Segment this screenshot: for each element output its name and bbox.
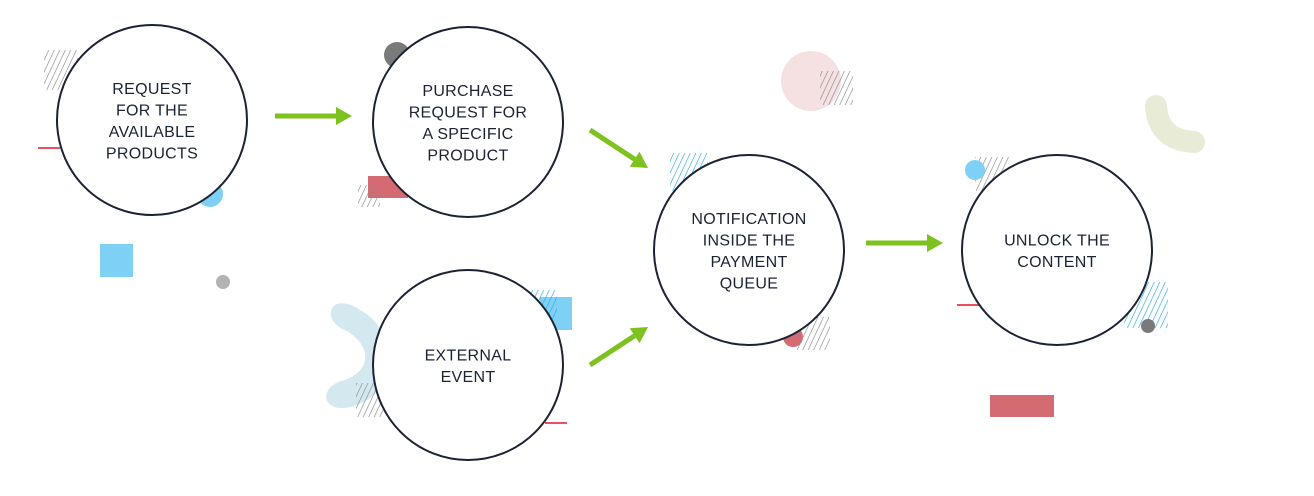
rect-decoration: [990, 395, 1054, 417]
node-circle: [372, 26, 564, 218]
arrow-notification-to-unlock-content: [866, 234, 943, 252]
arc-decoration: [1145, 95, 1205, 153]
hatch-decoration: [820, 71, 853, 105]
hatch-decoration: [358, 185, 380, 207]
arrow-request-products-to-purchase-request: [275, 107, 352, 125]
arrow-head-icon: [336, 107, 352, 125]
dot-decoration: [1141, 319, 1155, 333]
node-request-products: REQUEST FOR THE AVAILABLE PRODUCTS: [56, 24, 248, 216]
node-label-line: CONTENT: [1017, 254, 1096, 271]
node-label-line: PAYMENT: [710, 254, 787, 271]
nodes: REQUEST FOR THE AVAILABLE PRODUCTS PURCHASE R…: [56, 24, 1153, 461]
node-label-line: EVENT: [441, 369, 496, 386]
node-label-line: PURCHASE: [422, 83, 513, 100]
arrow-purchase-request-to-notification: [588, 127, 648, 168]
blob-decoration: [326, 303, 389, 409]
node-label-line: FOR THE: [116, 102, 188, 119]
dot-decoration: [216, 275, 230, 289]
node-label-line: A SPECIFIC: [422, 126, 513, 143]
node-circle: [653, 154, 845, 346]
node-circle: [372, 269, 564, 461]
node-label-line: PRODUCTS: [106, 145, 198, 162]
node-circle: [961, 154, 1153, 346]
node-label-line: EXTERNAL: [425, 347, 512, 364]
node-label-line: INSIDE THE: [703, 232, 796, 249]
arrow-shaft: [588, 333, 636, 368]
node-label-line: PRODUCT: [427, 147, 508, 164]
node-label-line: AVAILABLE: [109, 124, 196, 141]
node-label-line: UNLOCK THE: [1004, 232, 1110, 249]
node-circle: [56, 24, 248, 216]
arrow-head-icon: [629, 327, 648, 344]
node-label-line: REQUEST FOR: [409, 104, 528, 121]
node-purchase-request: PURCHASE REQUEST FOR A SPECIFIC PRODUCT: [372, 26, 564, 218]
arrows: [275, 107, 943, 368]
arrow-head-icon: [629, 151, 648, 168]
arrow-external-event-to-notification: [588, 327, 648, 368]
node-label-line: QUEUE: [720, 275, 778, 292]
dot-decoration: [965, 160, 985, 180]
node-unlock-content: UNLOCK THE CONTENT: [961, 154, 1153, 346]
node-notification: NOTIFICATION INSIDE THE PAYMENT QUEUE: [653, 154, 845, 346]
arrow-shaft: [588, 127, 636, 162]
node-external-event: EXTERNAL EVENT: [372, 269, 564, 461]
node-label-line: NOTIFICATION: [691, 211, 806, 228]
node-label-line: REQUEST: [112, 81, 191, 98]
square-decoration: [100, 244, 133, 277]
arrow-head-icon: [927, 234, 943, 252]
